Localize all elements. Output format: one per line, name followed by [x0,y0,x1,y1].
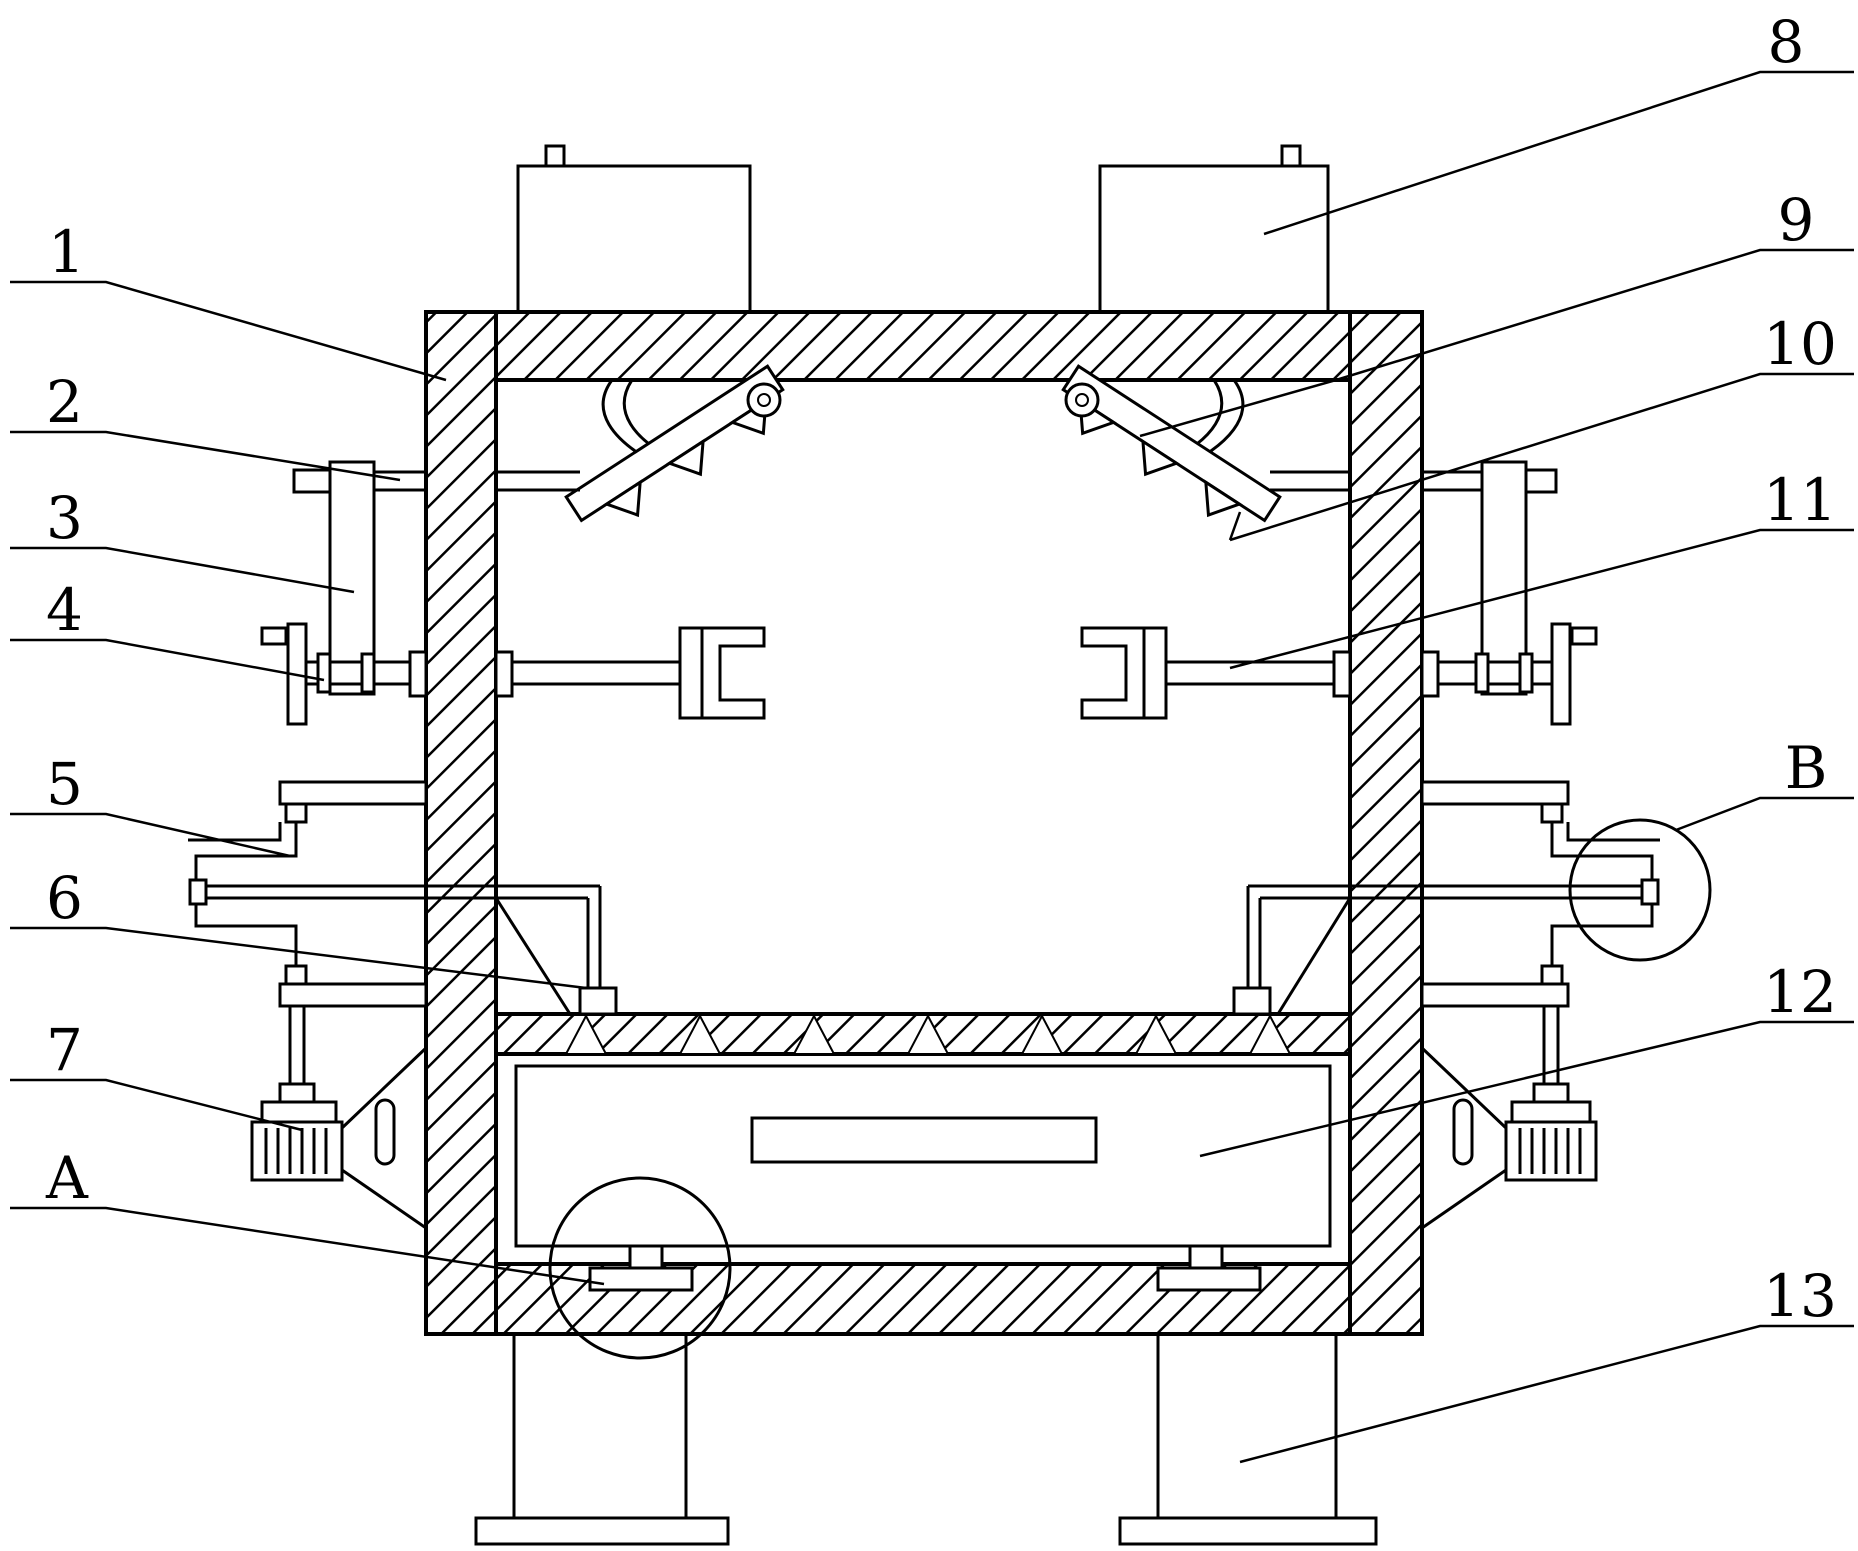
callout-3: 3 [46,484,83,552]
drawer-support-right [1158,1246,1260,1290]
callout-2: 2 [46,368,83,436]
leader-lines [10,72,1854,1462]
callout-7: 7 [46,1016,83,1084]
drawer [516,1066,1330,1246]
top-motor-right [1100,146,1328,312]
callout-a: A [45,1144,89,1212]
callout-12: 12 [1763,958,1837,1026]
callout-5: 5 [46,750,83,818]
callout-10: 10 [1763,310,1837,378]
callout-9: 9 [1778,186,1815,254]
callout-13: 13 [1763,1262,1837,1330]
left-crank-drive [262,462,426,724]
callout-11: 11 [1763,466,1837,534]
spray-assembly-left [566,366,797,542]
callout-1: 1 [48,218,85,286]
top-motor-left [518,146,750,312]
left-vibration-motor [252,1006,426,1228]
right-vibration-frame [1234,782,1660,1014]
right-vibration-motor [1422,1006,1596,1228]
drawer-support-left [590,1246,692,1290]
callout-b: B [1785,734,1828,802]
left-vibration-frame [188,782,616,1014]
support-leg-left [476,1334,728,1544]
callout-8: 8 [1768,8,1805,76]
left-clamp [496,628,764,718]
support-leg-right [1120,1334,1376,1544]
callout-4: 4 [46,576,83,644]
housing [426,312,1422,1334]
callout-6: 6 [46,864,83,932]
right-clamp [1082,628,1350,718]
spray-assembly-right [1049,366,1280,542]
right-crank-drive [1422,462,1596,724]
